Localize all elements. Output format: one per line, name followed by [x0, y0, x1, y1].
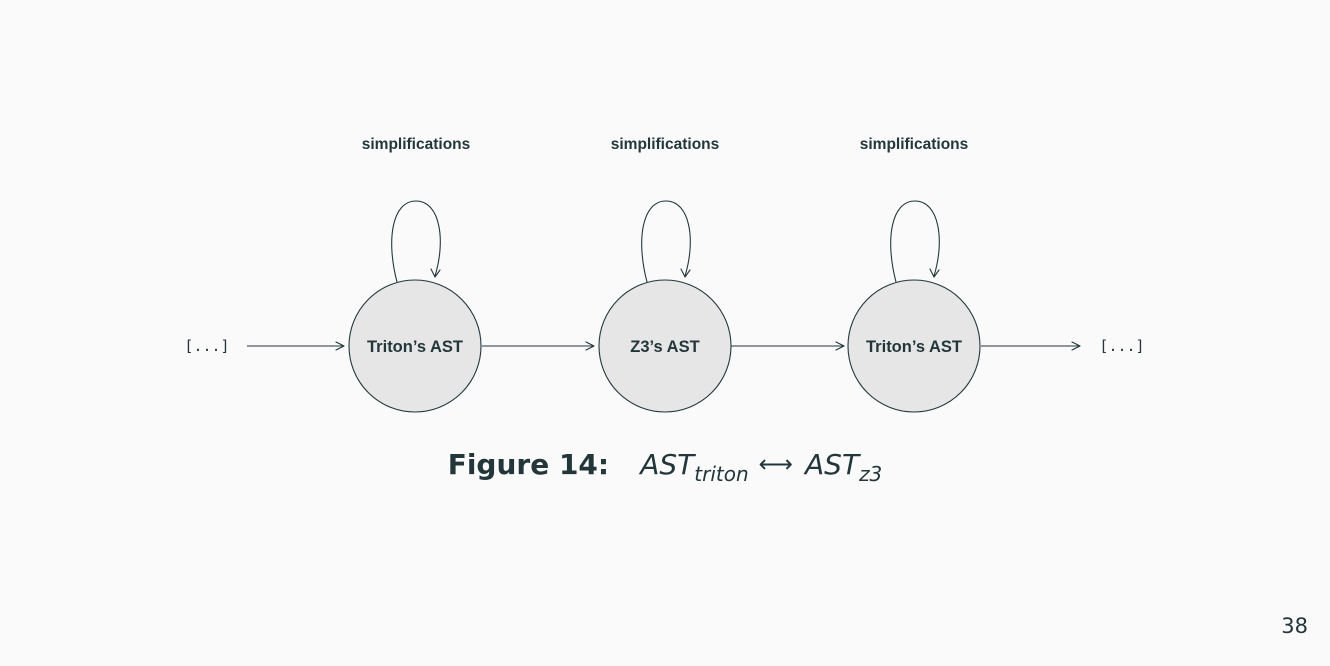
figure-caption: Figure 14: ASTtriton⟷ASTz3: [0, 448, 1330, 484]
state-diagram: [...] [...] Triton’s AST simplifications: [184, 136, 1145, 413]
self-loop-label: simplifications: [860, 136, 969, 153]
self-loop-edge: [391, 200, 441, 283]
edge-node-1-to-node-2: [482, 341, 595, 351]
edge-node-2-to-node-3: [731, 341, 845, 351]
node-tritons-ast-1: Triton’s AST simplifications: [348, 136, 482, 413]
node-label: Z3’s AST: [630, 338, 699, 356]
self-loop-edge: [890, 200, 940, 283]
exit-ellipsis-label: [...]: [1099, 337, 1144, 355]
self-loop-label: simplifications: [362, 136, 471, 153]
edge-entry-to-node-1: [247, 341, 345, 351]
caption-formula: ASTtriton⟷ASTz3: [640, 448, 882, 484]
right-subscript: z3: [859, 462, 883, 486]
left-subscript: triton: [694, 462, 749, 486]
page-number: 38: [1281, 614, 1308, 638]
right-term: AST: [805, 448, 860, 481]
figure-number: Figure 14:: [447, 448, 610, 481]
left-term: AST: [640, 448, 695, 481]
self-loop-label: simplifications: [611, 136, 720, 153]
node-label: Triton’s AST: [866, 338, 962, 356]
node-label: Triton’s AST: [367, 338, 463, 356]
node-tritons-ast-2: Triton’s AST simplifications: [847, 136, 981, 413]
entry-ellipsis-label: [...]: [184, 337, 229, 355]
edge-node-3-to-exit: [981, 341, 1081, 351]
self-loop-edge: [641, 200, 691, 283]
node-z3s-ast: Z3’s AST simplifications: [598, 136, 732, 413]
bidirectional-arrow-icon: ⟷: [758, 450, 794, 478]
